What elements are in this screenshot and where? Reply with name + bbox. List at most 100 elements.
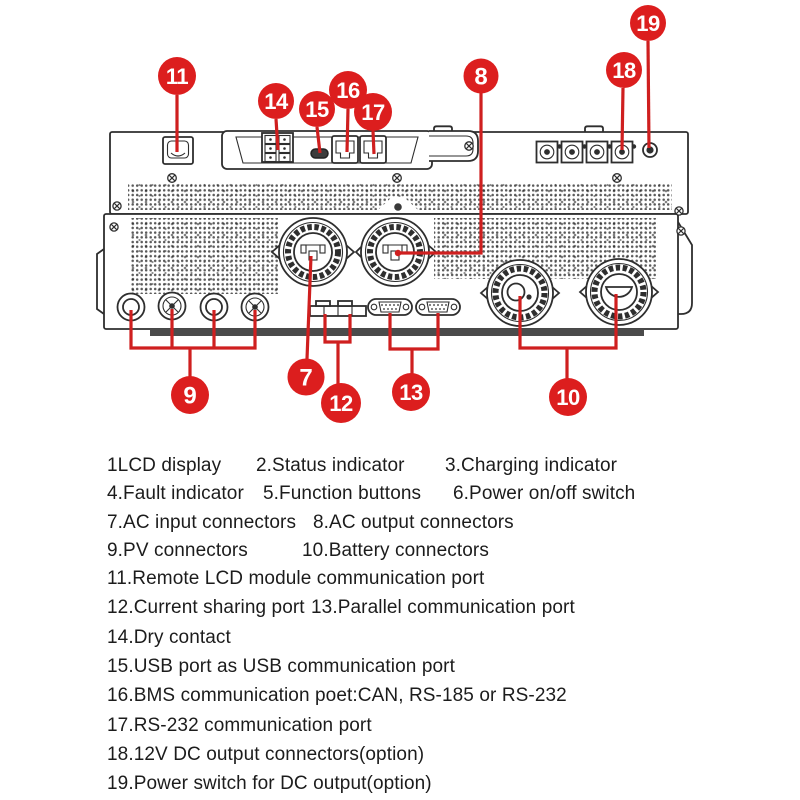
legend-item-11: 11.Remote LCD module communication port [107, 568, 485, 589]
callout-bubble [549, 378, 587, 416]
legend-item-19: 19.Power switch for DC output(option) [107, 773, 432, 794]
screw [392, 173, 402, 183]
callout-bubble [171, 376, 209, 414]
callout-14: 14 [258, 83, 294, 119]
leader-dot-8 [394, 249, 402, 257]
inverter-rear-diagram: 11 14 16 15 17 8 18 19 7 12 9 13 [96, 5, 693, 423]
legend-row: 14.Dry contact [0, 627, 800, 651]
leader-line-8 [398, 93, 483, 255]
pv-connector-1 [116, 292, 146, 322]
callout-11: 11 [158, 57, 196, 95]
current-sharing-port [309, 300, 367, 317]
callout-number: 9 [183, 383, 196, 410]
leader-line-7 [305, 255, 313, 360]
callout-number: 19 [636, 11, 660, 36]
callout-17: 17 [354, 93, 392, 131]
leader-bracket-10 [518, 294, 618, 379]
legend-item-12: 12.Current sharing port [107, 597, 305, 618]
db9-port-2 [415, 298, 461, 316]
callout-number: 18 [612, 58, 636, 83]
callout-number: 17 [361, 100, 385, 125]
dc-output-connector [560, 140, 584, 164]
callout-bubble [392, 373, 430, 411]
dc-output-connector [585, 140, 609, 164]
callout-bubble [287, 358, 325, 396]
top-tab-left [433, 125, 453, 132]
leader-line-19 [646, 40, 651, 149]
callout-bubble [258, 83, 294, 119]
callout-bubble [630, 5, 666, 41]
legend-row: 12.Current sharing port 13.Parallel comm… [0, 597, 800, 621]
callout-bubble [329, 71, 367, 109]
screw [109, 222, 119, 232]
legend-item-13: 13.Parallel communication port [311, 597, 575, 618]
legend-row: 11.Remote LCD module communication port [0, 568, 800, 592]
leader-bracket-12 [323, 314, 352, 384]
top-tab-right [584, 125, 604, 132]
callout-12: 12 [321, 383, 361, 423]
callout-7: 7 [287, 358, 325, 396]
callout-bubble [354, 93, 392, 131]
callout-13: 13 [392, 373, 430, 411]
callout-19: 19 [630, 5, 666, 41]
vent-grilles [128, 183, 672, 294]
leader-line-14 [274, 118, 280, 151]
callout-16: 16 [329, 71, 367, 109]
callout-number: 7 [299, 365, 312, 392]
legend-row: 16.BMS communication poet:CAN, RS-185 or… [0, 685, 800, 709]
callout-10: 10 [549, 378, 587, 416]
battery-connector-2 [578, 258, 660, 326]
callout-number: 12 [329, 391, 353, 416]
callout-bubble [321, 383, 361, 423]
bms-port [331, 135, 359, 164]
callout-number: 16 [336, 78, 360, 103]
callout-number: 13 [399, 380, 423, 405]
legend-item-1: 1LCD display [107, 455, 222, 476]
callout-15: 15 [299, 91, 335, 127]
legend-row: 18.12V DC output connectors(option) [0, 744, 800, 768]
legend-row: 19.Power switch for DC output(option) [0, 773, 800, 797]
callout-bubble [158, 57, 196, 95]
screw [676, 226, 686, 236]
leader-lines [129, 40, 651, 384]
legend-item-9: 9.PV connectors [107, 540, 248, 561]
callout-9: 9 [171, 376, 209, 414]
callout-18: 18 [606, 52, 642, 88]
legend-row: 7.AC input connectors 8.AC output connec… [0, 512, 800, 536]
screw [167, 173, 177, 183]
db9-port-1 [367, 298, 413, 316]
legend-item-18: 18.12V DC output connectors(option) [107, 744, 425, 765]
leader-line-18 [620, 87, 625, 151]
legend-item-16: 16.BMS communication poet:CAN, RS-185 or… [107, 685, 567, 706]
screw [112, 201, 122, 211]
leader-bracket-9 [129, 309, 257, 377]
leader-bracket-13 [388, 313, 440, 374]
legend-row: 15.USB port as USB communication port [0, 656, 800, 680]
legend-row: 4.Fault indicator 5.Function buttons 6.P… [0, 483, 800, 507]
legend-item-6: 6.Power on/off switch [453, 483, 636, 504]
legend-item-8: 8.AC output connectors [313, 512, 514, 533]
pv-connector-4 [240, 292, 270, 322]
legend-item-2: 2.Status indicator [256, 455, 405, 476]
callout-number: 14 [264, 89, 289, 114]
screw [464, 141, 474, 151]
legend-item-17: 17.RS-232 communication port [107, 715, 372, 736]
left-flange [96, 248, 105, 315]
vent-screw [394, 203, 402, 211]
legend-item-3: 3.Charging indicator [445, 455, 618, 476]
legend-item-4: 4.Fault indicator [107, 483, 244, 504]
callout-8: 8 [463, 58, 499, 94]
leader-line-17 [371, 130, 376, 155]
legend-row: 17.RS-232 communication port [0, 715, 800, 739]
callout-number: 15 [305, 97, 329, 122]
screw [674, 206, 684, 216]
dc-output-connector [535, 140, 559, 164]
screw [612, 173, 622, 183]
callout-bubble [463, 58, 499, 94]
leader-line-16 [345, 108, 350, 153]
ac-input-connector [270, 217, 356, 287]
stand-bar [150, 329, 644, 336]
legend-item-5: 5.Function buttons [263, 483, 422, 504]
legend-row: 1LCD display 2.Status indicator 3.Chargi… [0, 455, 800, 479]
